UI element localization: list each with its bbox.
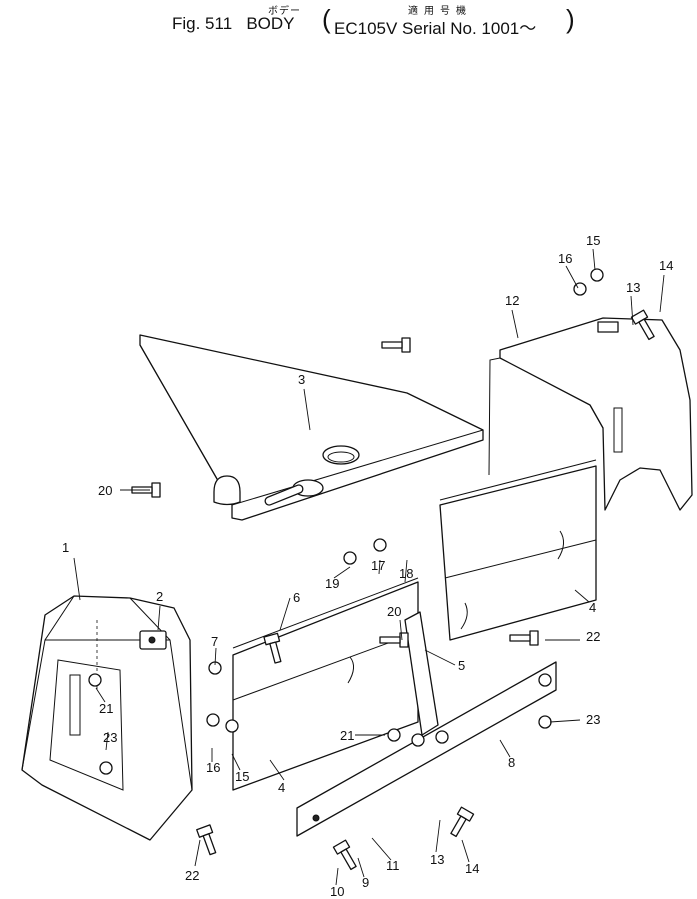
leader-line — [371, 837, 392, 861]
callout-20a: 20 — [98, 483, 112, 498]
callout-22a: 22 — [185, 868, 199, 883]
stay-bar-part — [404, 611, 439, 736]
leader-line — [549, 719, 581, 723]
nut-icon — [373, 538, 387, 552]
leader-line — [335, 867, 339, 886]
nut-icon — [538, 673, 552, 687]
leader-line — [404, 559, 408, 583]
leader-line — [357, 857, 365, 878]
paren-left: ( — [322, 4, 331, 34]
callout-6: 6 — [293, 590, 300, 605]
callout-15a: 15 — [586, 233, 600, 248]
leader-line — [565, 265, 579, 289]
callout-4a: 4 — [278, 780, 285, 795]
callout-11: 11 — [386, 858, 400, 873]
leader-line — [279, 597, 291, 631]
leader-line — [269, 759, 285, 781]
callout-16b: 16 — [206, 760, 220, 775]
leader-line — [461, 839, 470, 863]
callout-14b: 14 — [465, 861, 479, 876]
nut-icon — [206, 713, 220, 727]
latch-part — [139, 630, 167, 650]
nut-icon — [387, 728, 401, 742]
bolt-icon — [379, 632, 409, 648]
bolt-icon — [509, 630, 539, 646]
callout-9: 9 — [362, 875, 369, 890]
rear-hood-part — [488, 317, 693, 511]
callout-13a: 13 — [626, 280, 640, 295]
callout-14a: 14 — [659, 258, 673, 273]
leader-line — [73, 557, 81, 601]
nut-icon — [435, 730, 449, 744]
serial-range: EC105V Serial No. 1001～ — [334, 19, 537, 38]
leader-line — [511, 309, 519, 339]
bolt-icon — [196, 824, 217, 856]
leader-line — [231, 753, 241, 771]
leader-line — [574, 589, 590, 603]
leader-line — [435, 819, 441, 853]
bolt-icon — [332, 839, 357, 871]
callout-3: 3 — [298, 372, 305, 387]
callout-7: 7 — [211, 634, 218, 649]
figure-header: ボデー 適用号機 Fig. 511 BODY ( EC105V Serial N… — [0, 0, 697, 44]
callout-8: 8 — [508, 755, 515, 770]
callout-labels: 1 2 3 4 4 5 6 7 8 9 10 11 12 13 13 14 14… — [62, 233, 673, 899]
nut-icon — [411, 733, 425, 747]
leader-line — [157, 605, 161, 631]
nut-icon — [88, 673, 102, 687]
callout-2: 2 — [156, 589, 163, 604]
bolt-icon — [630, 309, 655, 341]
callout-16a: 16 — [558, 251, 572, 266]
nut-icon — [590, 268, 604, 282]
callout-10: 10 — [330, 884, 344, 899]
leader-line — [105, 731, 109, 751]
callout-12: 12 — [505, 293, 519, 308]
nut-icon — [99, 761, 113, 775]
leader-line — [592, 248, 596, 271]
bolt-icon — [263, 632, 282, 664]
callout-21b: 21 — [340, 728, 354, 743]
leader-line — [333, 566, 351, 579]
paren-right: ) — [566, 4, 575, 34]
nut-icon — [225, 719, 239, 733]
nut-icon — [538, 715, 552, 729]
leader-line — [659, 274, 665, 313]
callout-19: 19 — [325, 576, 339, 591]
leader-line — [424, 649, 456, 666]
leader-lines — [73, 248, 665, 886]
leader-line — [95, 687, 106, 703]
nut-icon — [343, 551, 357, 565]
callout-22b: 22 — [586, 629, 600, 644]
callout-21a: 21 — [99, 701, 113, 716]
side-door-right-part — [439, 459, 597, 641]
bolt-icon — [381, 337, 411, 353]
leader-line — [399, 619, 403, 641]
header-jp-body: ボデー — [268, 6, 301, 17]
leader-line — [499, 739, 511, 758]
fastener-group — [88, 268, 655, 871]
leader-line — [630, 295, 634, 326]
callout-17: 17 — [371, 558, 385, 573]
leader-line — [303, 388, 311, 431]
callout-15b: 15 — [235, 769, 249, 784]
callout-23b: 23 — [586, 712, 600, 727]
callout-20b: 20 — [387, 604, 401, 619]
bolt-icon — [450, 806, 475, 838]
callout-4b: 4 — [589, 600, 596, 615]
callout-1: 1 — [62, 540, 69, 555]
top-cover-part — [139, 334, 484, 521]
figure-label: Fig. 511 BODY — [172, 14, 295, 33]
callout-13b: 13 — [430, 852, 444, 867]
callout-5: 5 — [458, 658, 465, 673]
leader-line — [194, 839, 201, 867]
leader-line — [378, 559, 381, 575]
leader-line — [214, 647, 217, 666]
header-jp-models: 適用号機 — [408, 6, 472, 17]
callout-18: 18 — [399, 566, 413, 581]
callout-23a: 23 — [103, 730, 117, 745]
